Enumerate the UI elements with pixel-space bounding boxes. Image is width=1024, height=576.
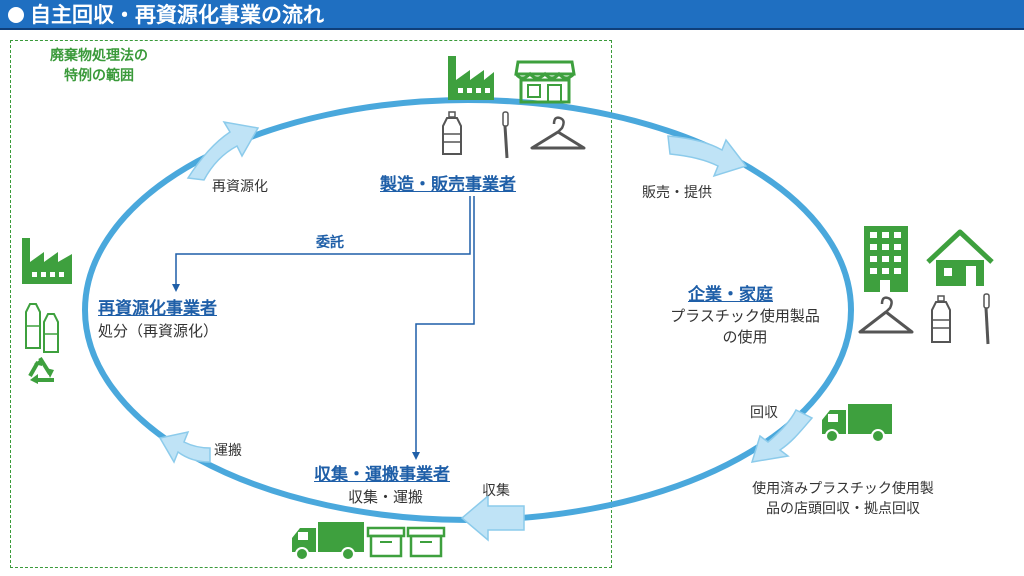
recycle-flow-arrow xyxy=(186,120,260,181)
hanger-icon xyxy=(530,116,586,150)
recycle-flow-label: 再資源化 xyxy=(212,179,268,195)
page-title: 自主回収・再資源化事業の流れ xyxy=(30,3,324,27)
recycler-subtitle: 処分（再資源化） xyxy=(98,322,219,340)
special-scope-label-line-2: 特例の範囲 xyxy=(64,68,134,84)
recycled-bottles-icon xyxy=(25,303,59,353)
bottle-icon xyxy=(442,111,462,155)
collection-box-icon-2 xyxy=(406,526,446,558)
collect-flow-label: 収集 xyxy=(482,483,510,499)
special-scope-label: 廃棄物処理法の 特例の範囲 xyxy=(24,46,174,86)
page-header: 自主回収・再資源化事業の流れ xyxy=(0,0,1024,30)
consumer-subtitle-line-2: の使用 xyxy=(722,328,768,346)
consumer-toothbrush-icon xyxy=(983,293,990,345)
consumer-subtitle: プラスチック使用製品 の使用 xyxy=(640,305,850,347)
special-scope-label-line-1: 廃棄物処理法の xyxy=(50,48,148,64)
factory-icon xyxy=(448,56,494,100)
recycler-title: 再資源化事業者 xyxy=(98,299,217,319)
collector-title: 収集・運搬事業者 xyxy=(314,465,450,485)
recovery-detail-line-2: 品の店頭回収・拠点回収 xyxy=(766,501,920,517)
recovery-truck-icon xyxy=(822,404,892,443)
recycle-symbol-icon xyxy=(28,356,54,384)
collect-flow-arrow xyxy=(460,494,525,542)
consumer-subtitle-line-1: プラスチック使用製品 xyxy=(670,307,820,325)
maker-to-collector-line xyxy=(412,196,475,460)
recycling-factory-icon xyxy=(22,238,72,284)
recovery-detail-line-1: 使用済みプラスチック使用製 xyxy=(752,481,934,497)
maker-title: 製造・販売事業者 xyxy=(380,175,516,195)
recovery-detail-label: 使用済みプラスチック使用製 品の店頭回収・拠点回収 xyxy=(712,478,974,518)
commission-line xyxy=(172,196,471,292)
consumer-bottle-icon xyxy=(931,295,951,343)
recovery-flow-label: 回収 xyxy=(750,405,778,421)
shop-icon xyxy=(514,60,576,104)
header-bullet-icon xyxy=(8,7,24,23)
toothbrush-icon xyxy=(502,111,509,159)
recovery-flow-arrow xyxy=(750,408,814,463)
sales-flow-arrow xyxy=(667,135,748,178)
consumer-title: 企業・家庭 xyxy=(688,285,773,305)
collection-box-icon xyxy=(366,526,406,558)
commission-label: 委託 xyxy=(316,235,344,251)
sales-flow-label: 販売・提供 xyxy=(642,185,712,201)
transport-flow-arrow xyxy=(158,430,211,464)
collection-truck-icon xyxy=(292,522,364,561)
collector-subtitle: 収集・運搬 xyxy=(348,488,424,506)
house-icon xyxy=(926,229,994,286)
transport-flow-label: 運搬 xyxy=(214,443,242,459)
office-building-icon xyxy=(864,226,908,292)
special-scope-box xyxy=(10,40,612,568)
consumer-hanger-icon xyxy=(858,296,914,334)
